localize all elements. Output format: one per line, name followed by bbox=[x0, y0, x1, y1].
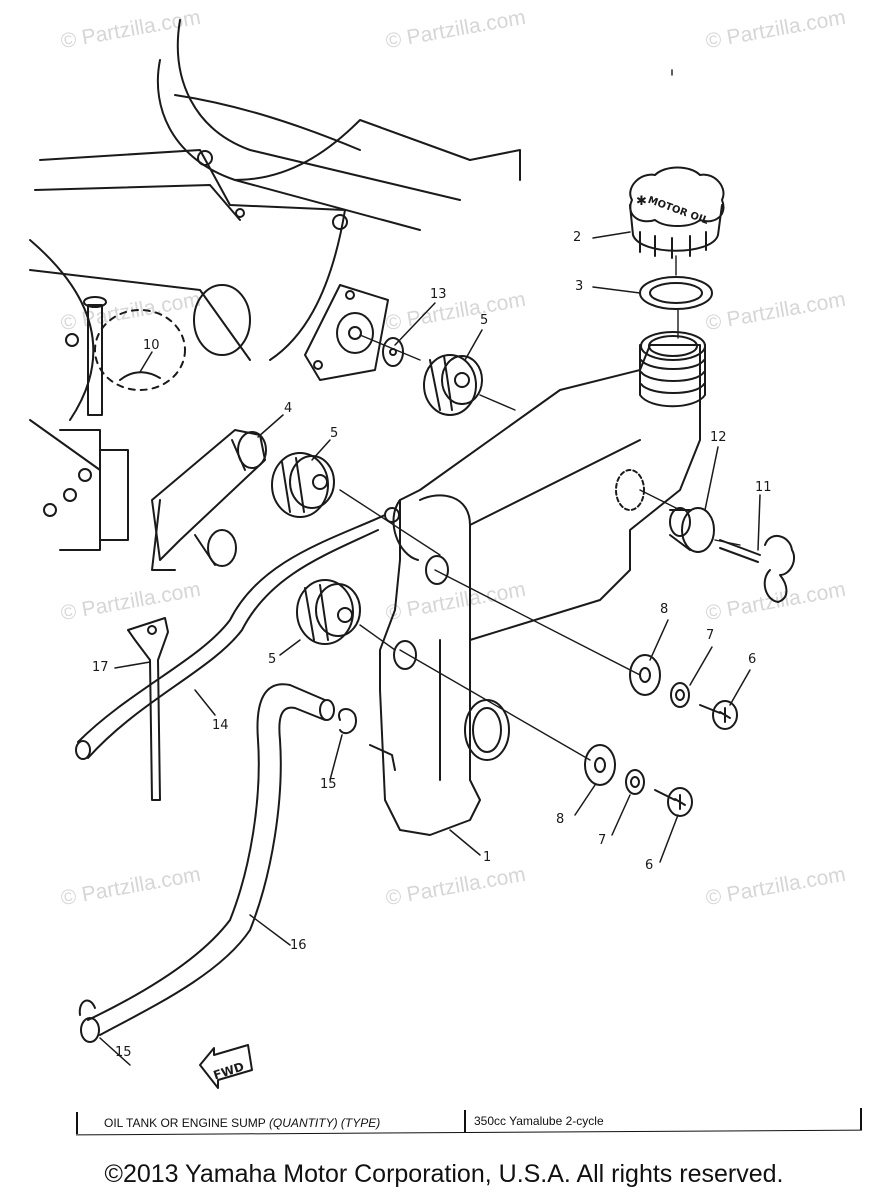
mounting-bracket bbox=[151, 429, 267, 571]
rubber-cushion bbox=[271, 452, 335, 518]
oil-tank bbox=[369, 344, 701, 836]
engine-frame bbox=[29, 19, 521, 517]
callout-12: 12 bbox=[710, 430, 727, 445]
filler-neck bbox=[639, 331, 706, 408]
explode-lines bbox=[339, 69, 741, 761]
leader-lines bbox=[99, 231, 761, 1066]
oil-delivery-hose bbox=[78, 683, 335, 1043]
table-border bbox=[76, 1112, 78, 1134]
callout-15: 15 bbox=[320, 777, 337, 792]
callout-10: 10 bbox=[143, 338, 160, 353]
table-divider bbox=[464, 1110, 466, 1132]
upper-mount bbox=[304, 284, 404, 381]
table-border bbox=[860, 1108, 862, 1130]
cable-strap bbox=[127, 617, 169, 801]
callout-15: 15 bbox=[115, 1045, 132, 1060]
callout-7: 7 bbox=[706, 628, 715, 643]
table-underline bbox=[76, 1129, 862, 1136]
callout-5: 5 bbox=[480, 313, 489, 328]
callout-8: 8 bbox=[660, 602, 669, 617]
seal-ring bbox=[639, 276, 713, 310]
lock-washer bbox=[625, 769, 645, 795]
cap-star: ✱ bbox=[636, 194, 647, 209]
callout-6: 6 bbox=[748, 652, 757, 667]
spec-table-row: OIL TANK OR ENGINE SUMP (QUANTITY) (TYPE… bbox=[76, 1108, 862, 1136]
callout-7: 7 bbox=[598, 833, 607, 848]
grommet bbox=[669, 507, 715, 553]
rubber-cushion bbox=[296, 579, 361, 645]
callout-4: 4 bbox=[284, 401, 293, 416]
spec-label-text: OIL TANK OR ENGINE SUMP bbox=[104, 1116, 266, 1130]
flat-washer bbox=[584, 744, 616, 786]
wing-bolt bbox=[719, 535, 796, 603]
screw bbox=[654, 787, 693, 817]
spec-label-italic: (QUANTITY) (TYPE) bbox=[268, 1116, 381, 1130]
callout-16: 16 bbox=[290, 938, 307, 953]
flat-washer bbox=[629, 654, 661, 696]
exploded-view-drawing: MOTOR OIL ✱ FWD bbox=[29, 19, 796, 1089]
callout-5: 5 bbox=[268, 652, 277, 667]
callout-13: 13 bbox=[430, 287, 447, 302]
breather-hose bbox=[75, 514, 386, 760]
callout-14: 14 bbox=[212, 718, 229, 733]
lock-washer bbox=[670, 682, 690, 708]
fwd-arrow-icon bbox=[199, 1044, 253, 1089]
hinge-pin bbox=[59, 296, 161, 551]
screw bbox=[699, 700, 738, 730]
callout-5: 5 bbox=[330, 426, 339, 441]
callout-8: 8 bbox=[556, 812, 565, 827]
callout-17: 17 bbox=[92, 660, 109, 675]
callout-11: 11 bbox=[755, 480, 772, 495]
cap-lettering: MOTOR OIL bbox=[646, 195, 710, 227]
hose-clip bbox=[338, 708, 357, 735]
callout-3: 3 bbox=[575, 279, 584, 294]
filler-cap bbox=[629, 166, 725, 259]
spec-value: 350cc Yamalube 2-cycle bbox=[474, 1114, 604, 1128]
copyright-notice: ©2013 Yamaha Motor Corporation, U.S.A. A… bbox=[104, 1160, 784, 1188]
callout-6: 6 bbox=[645, 858, 654, 873]
callout-2: 2 bbox=[573, 230, 582, 245]
rubber-cushion bbox=[423, 354, 483, 416]
fwd-label: FWD bbox=[212, 1059, 246, 1082]
spec-label: OIL TANK OR ENGINE SUMP (QUANTITY) (TYPE… bbox=[104, 1116, 380, 1130]
callout-1: 1 bbox=[483, 850, 492, 865]
